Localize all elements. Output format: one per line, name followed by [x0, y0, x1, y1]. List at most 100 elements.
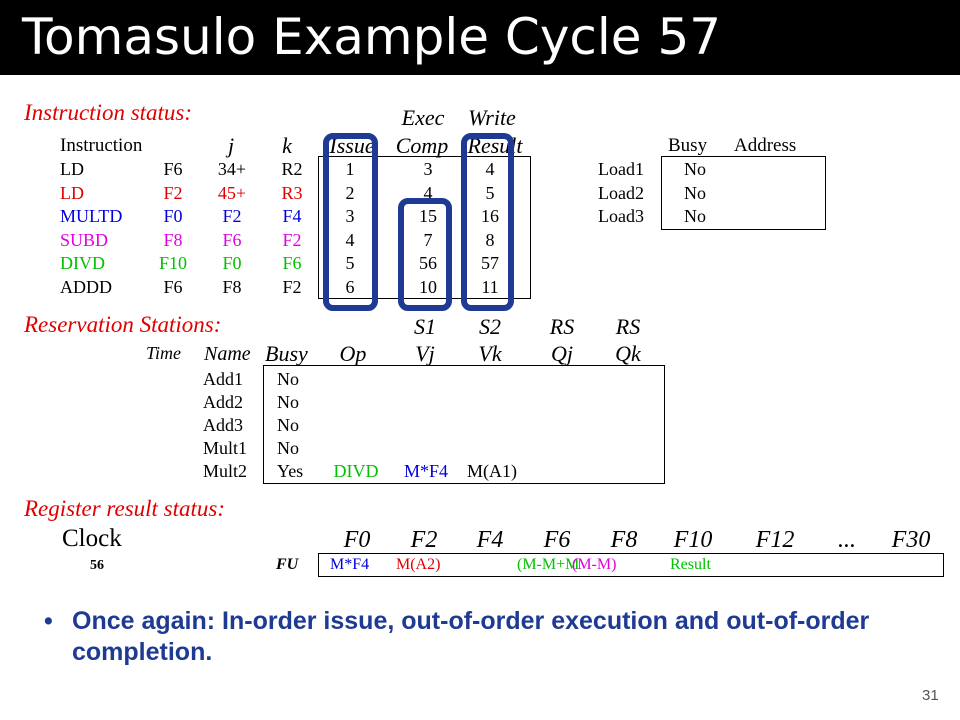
rs-name: Mult1: [203, 438, 248, 458]
load-busy: No: [684, 182, 706, 203]
instr-exec: 10: [419, 276, 437, 297]
rs-name: Add1: [203, 369, 243, 389]
bullet-marker: •: [44, 607, 53, 635]
load-address-header: Address: [734, 135, 797, 156]
instr-write: 11: [481, 276, 499, 297]
instr-j: F8: [222, 276, 242, 297]
j-header: j: [227, 133, 235, 158]
instr-write: 16: [481, 206, 499, 226]
instr-j: F6: [222, 229, 242, 250]
instruction-status-title: Instruction status:: [24, 100, 193, 125]
instr-op: LD: [60, 182, 84, 203]
fu-label: FU: [276, 556, 299, 573]
instr-k: R2: [281, 159, 303, 179]
rs-op-header: Op: [339, 341, 367, 366]
slide-number: 31: [922, 687, 939, 704]
rs-busy: No: [277, 369, 299, 389]
instr-op: LD: [60, 159, 84, 179]
instr-dest: F8: [163, 229, 183, 250]
instr-k: F2: [282, 229, 302, 250]
clock-value: 56: [90, 558, 104, 573]
rs-time-header: Time: [146, 343, 182, 363]
write-column-oval: [461, 133, 514, 311]
instr-k: F6: [282, 253, 302, 273]
instr-exec: 4: [423, 182, 433, 203]
instr-j: F2: [222, 206, 242, 226]
instr-issue: 4: [345, 229, 355, 250]
register-value: Result: [670, 556, 711, 573]
reservation-stations-title: Reservation Stations:: [24, 312, 222, 337]
instr-issue: 6: [345, 276, 355, 297]
register-value: (M-M+M: [517, 556, 580, 573]
instr-op: ADDD: [60, 276, 112, 297]
slide-title: Tomasulo Example Cycle 57: [22, 8, 722, 66]
instr-op: DIVD: [60, 253, 105, 273]
load-buffer-box: [661, 156, 826, 230]
instr-dest: F6: [163, 159, 183, 179]
s2-header: S2: [479, 314, 501, 339]
instr-dest: F2: [163, 182, 183, 203]
rs1-header: RS: [549, 314, 575, 339]
instr-write: 8: [485, 229, 495, 250]
instr-issue: 3: [345, 206, 355, 226]
instr-exec: 56: [419, 253, 437, 273]
register-status-title: Register result status:: [24, 496, 226, 521]
exec-comp-header: Comp: [395, 133, 449, 158]
rs-busy-header: Busy: [265, 341, 308, 366]
rs-qj-header: Qj: [551, 341, 573, 366]
summary-text: Once again: In-order issue, out-of-order…: [72, 607, 870, 666]
load-name: Load1: [598, 159, 644, 179]
rs-busy: No: [277, 438, 299, 458]
instr-j: 45+: [217, 182, 247, 203]
instr-dest: F10: [158, 253, 187, 273]
write-header-top: Write: [468, 105, 516, 130]
rs-busy: Yes: [277, 461, 304, 481]
instruction-header: Instruction: [60, 135, 143, 156]
instr-j: 34+: [217, 159, 247, 179]
register-f8-header: F8: [610, 527, 638, 553]
instr-issue: 2: [345, 182, 355, 203]
instr-k: F4: [282, 206, 302, 226]
instr-write: 57: [481, 253, 499, 273]
rs-name: Add2: [203, 392, 243, 412]
rs-busy: No: [277, 415, 299, 435]
rs-name: Add3: [203, 415, 243, 435]
instr-issue: 1: [345, 159, 355, 179]
register-value: M*F4: [330, 556, 370, 573]
rs-vj-header: Vj: [415, 341, 435, 366]
instr-k: R3: [281, 182, 303, 203]
load-busy: No: [684, 206, 706, 226]
issue-column-oval: [323, 133, 378, 311]
register-f4-header: F4: [476, 527, 504, 553]
s1-header: S1: [414, 314, 436, 339]
rs-busy: No: [277, 392, 299, 412]
instr-op: MULTD: [60, 206, 123, 226]
load-name: Load2: [598, 182, 644, 203]
instr-write: 4: [485, 159, 495, 179]
rs-name-header: Name: [204, 343, 251, 365]
exec-column-oval: [398, 198, 452, 311]
rs-vk: M(A1): [467, 461, 517, 481]
register-value: (M-M): [572, 556, 617, 573]
instruction-status-box: [318, 156, 531, 299]
clock-label: Clock: [62, 525, 122, 552]
instr-write: 5: [485, 182, 495, 203]
load-name: Load3: [598, 206, 644, 226]
instr-exec: 7: [423, 229, 433, 250]
rs2-header: RS: [615, 314, 641, 339]
register-f10-header: F10: [673, 527, 713, 553]
register-f12-header: F12: [755, 527, 795, 553]
register-status-box: [318, 553, 944, 577]
rs-vj: M*F4: [403, 461, 448, 481]
instr-issue: 5: [345, 253, 355, 273]
reservation-stations-box: [263, 365, 665, 484]
register-f2-header: F2: [410, 527, 438, 553]
instr-exec: 3: [423, 159, 433, 179]
register-f30-header: F30: [891, 527, 931, 553]
rs-qk-header: Qk: [615, 341, 641, 366]
register-ellipsis-header: ...: [838, 527, 856, 553]
rs-op: DIVD: [333, 461, 379, 481]
register-f6-header: F6: [543, 527, 571, 553]
k-header: k: [282, 133, 292, 158]
instr-op: SUBD: [60, 229, 109, 250]
